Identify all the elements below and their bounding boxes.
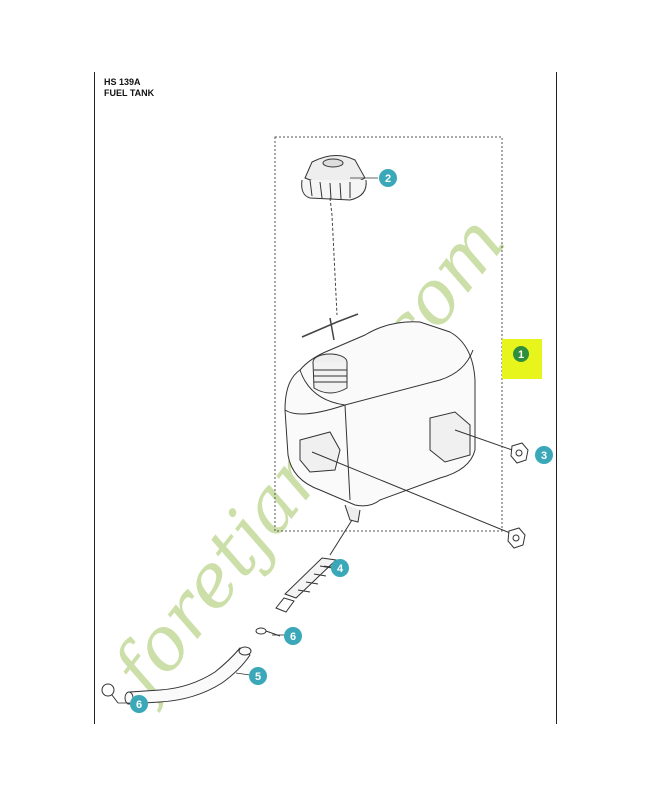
fuel-tank (284, 321, 476, 523)
callout-6-lower[interactable]: 6 (130, 695, 148, 713)
callout-6-lower-label: 6 (136, 699, 142, 711)
callout-4[interactable]: 4 (331, 559, 349, 577)
fuel-filter (275, 519, 353, 613)
assembly-boundary (274, 136, 503, 532)
model-label: HS 139A (104, 77, 141, 87)
screw-leaders (311, 429, 519, 536)
section-title: FUEL TANK (104, 88, 155, 98)
callout-5[interactable]: 5 (249, 667, 267, 685)
page-border-left (94, 72, 95, 724)
callout-4-label: 4 (337, 563, 344, 575)
callout-3-label: 3 (541, 450, 547, 462)
callout-2[interactable]: 2 (379, 169, 397, 187)
callout-6-upper-label: 6 (290, 631, 296, 643)
hose-clamp-lower (101, 683, 119, 704)
callout-3[interactable]: 3 (535, 446, 553, 464)
callout-5-label: 5 (255, 671, 261, 683)
callout-leaders (118, 177, 378, 704)
callout-2-label: 2 (385, 173, 391, 185)
screw-upper (510, 442, 529, 464)
cap-tether (301, 197, 359, 341)
callout-1-label: 1 (518, 349, 524, 361)
callout-6-upper[interactable]: 6 (284, 627, 302, 645)
diagram-header: HS 139A FUEL TANK (104, 77, 154, 99)
screw-lower (507, 527, 526, 549)
callout-1[interactable]: 1 (502, 339, 542, 379)
hose-clamp-upper (255, 627, 281, 637)
page-border-right (556, 72, 557, 724)
